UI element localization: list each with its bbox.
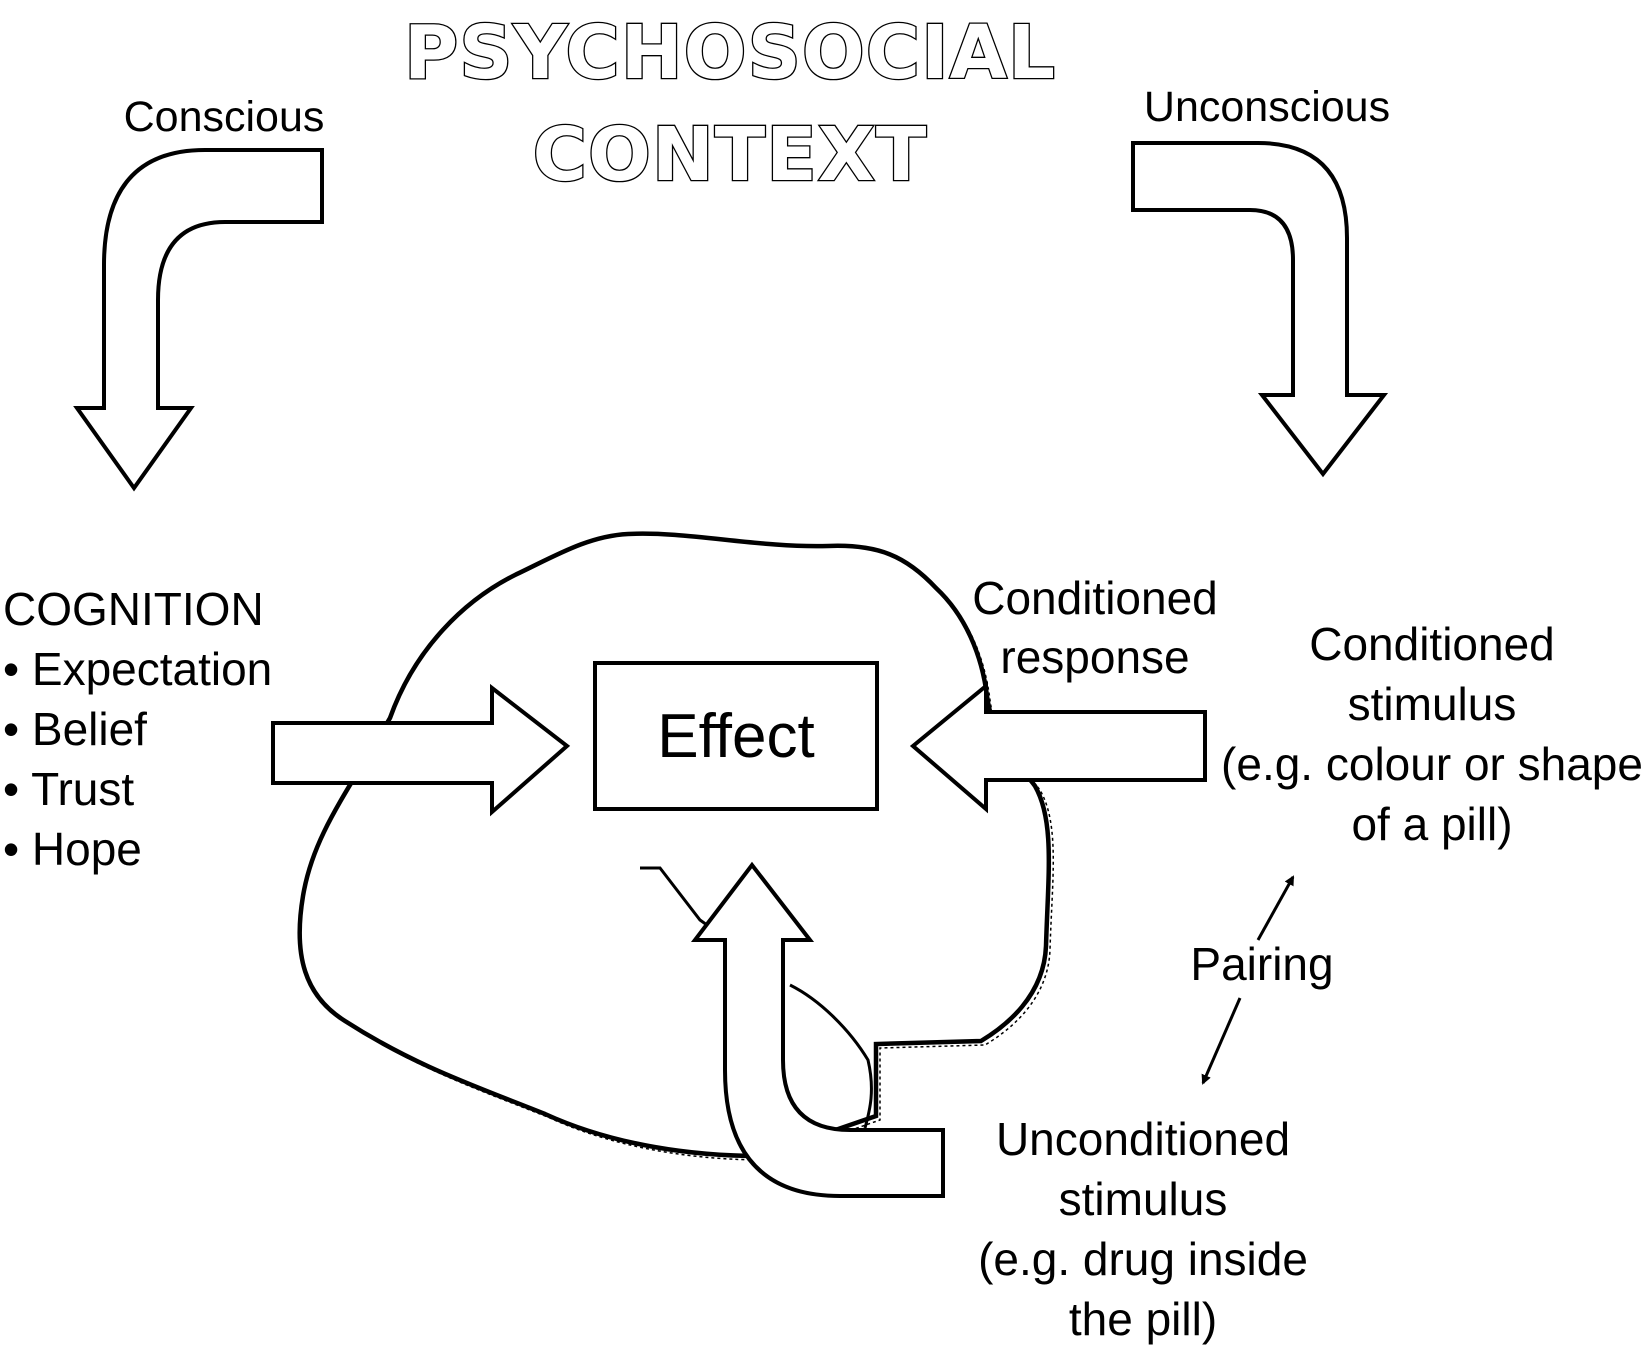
cognition-item-trust: • Trust [3, 763, 134, 815]
bullet-glyph: • [3, 763, 31, 815]
title-line-2: CONTEXT [533, 112, 928, 198]
bullet-glyph: • [3, 703, 32, 755]
conscious-curved-arrow [73, 148, 324, 492]
cognition-to-effect-arrow [271, 683, 571, 817]
conditioned-response-line-2: response [1000, 631, 1189, 683]
conditioned-stimulus-line-1: Conditioned [1309, 618, 1555, 670]
effect-box [593, 661, 879, 811]
bullet-glyph: • [3, 643, 32, 695]
unconditioned-stimulus-line-4: the pill) [1069, 1293, 1217, 1345]
title-line-1: PSYCHOSOCIAL [404, 10, 1056, 96]
unconditioned-stimulus-line-2: stimulus [1059, 1173, 1228, 1225]
pairing-label: Pairing [1190, 938, 1333, 990]
blob-inner-patch [789, 983, 873, 1129]
pairing-arrow-up [1256, 875, 1295, 941]
effect-label: Effect [657, 702, 814, 771]
unconditioned-stimulus-line-3: (e.g. drug inside [978, 1233, 1308, 1285]
conditioned-stimulus-to-effect-arrow [909, 681, 1207, 814]
unconscious-curved-arrow [1131, 141, 1389, 478]
cognition-item-expectation: • Expectation [3, 643, 272, 695]
conditioned-stimulus-line-3: (e.g. colour or shape [1221, 738, 1643, 790]
unconditioned-stimulus-to-effect-arrow [690, 861, 945, 1198]
cognition-item-hope: • Hope [3, 823, 142, 875]
conscious-label: Conscious [124, 93, 325, 141]
conditioned-stimulus-line-2: stimulus [1348, 678, 1517, 730]
cognition-item-belief: • Belief [3, 703, 147, 755]
conditioned-stimulus-line-4: of a pill) [1351, 798, 1512, 850]
cognition-heading: COGNITION [3, 583, 264, 635]
conditioned-response-line-1: Conditioned [972, 572, 1218, 624]
blob-outline [297, 531, 1052, 1159]
unconditioned-stimulus-line-1: Unconditioned [996, 1113, 1290, 1165]
unconscious-label: Unconscious [1144, 83, 1390, 131]
bullet-glyph: • [3, 823, 32, 875]
pairing-arrow-down [1201, 997, 1242, 1085]
